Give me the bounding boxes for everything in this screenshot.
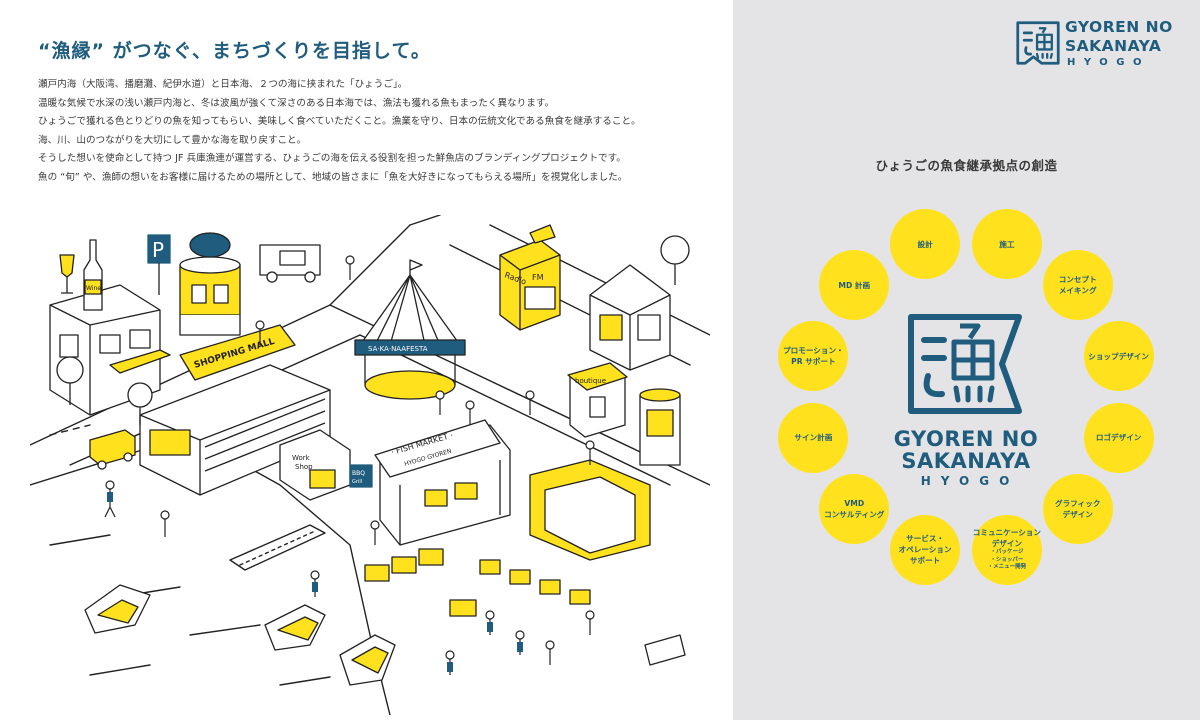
workshop-sign-1: Work [292,454,311,462]
right-panel: GYOREN NO SAKANAYA HYOGO ひょうごの魚食継承拠点の創造 … [733,0,1200,720]
service-sublabel: ・ショッパー [990,556,1024,563]
body-text: 瀬戸内海（大阪湾、播磨灘、紀伊水道）と日本海、２つの海に挟まれた「ひょうご」。 … [38,76,718,188]
bbq-sign-1: BBQ [352,470,365,477]
service-label: MD 計画 [838,280,871,290]
festa-sign: SA·KA·NAAFESTA [368,345,428,353]
headline: “漁縁” がつなぐ、まちづくりを目指して。 [38,40,431,62]
service-label: VMD [844,498,865,508]
service-label: サポート [909,556,941,566]
center-brand-line-1: GYOREN NO [893,427,1039,451]
service-label: コンセプト [1058,275,1097,285]
paragraph: そうした想いを使命として持つ JF 兵庫漁連が運営する、ひょうごの海を伝える役割… [38,153,626,165]
service-label: ショップデザイン [1088,351,1149,361]
mission-title: ひょうごの魚食継承拠点の創造 [875,158,1058,173]
brand-line-3: HYOGO [1067,57,1150,68]
fm-sign: FM [532,273,544,282]
service-circle: ショップデザイン [1083,321,1154,392]
service-circle: 設計 [890,209,961,280]
brand-line-2: SAKANAYA [1065,37,1162,55]
service-label: コミュニケーション [972,528,1041,538]
paragraph: 瀬戸内海（大阪湾、播磨灘、紀伊水道）と日本海、２つの海に挟まれた「ひょうご」。 [38,79,408,90]
center-brand-line-2: SAKANAYA [901,449,1031,473]
service-label: メイキング [1058,286,1097,296]
workshop-sign-2: Shop [295,463,313,471]
paragraph: 海、川、山のつながりを大切にして豊かな海を取り戻すこと。 [38,134,307,146]
service-label: プロモーション・ [783,346,844,356]
parking-sign: P [152,238,164,262]
center-brand-line-3: HYOGO [920,474,1020,488]
service-label: グラフィック [1055,498,1101,508]
service-sublabel: ・メニュー開発 [987,564,1027,571]
town-illustration: Wine P SHOPPING MALL [30,215,710,715]
service-circle: MD 計画 [819,250,890,321]
center-wordmark: GYOREN NO SAKANAYA HYOGO [881,428,1051,490]
service-label: コンサルティング [824,509,885,519]
service-label: デザイン [1062,509,1093,519]
service-circle: サイン計画 [778,402,849,473]
service-label: PR サポート [791,357,836,367]
service-label: デザイン [991,539,1023,549]
service-label: サイン計画 [794,433,833,443]
gyoren-logo-mark [1016,21,1060,65]
service-label: オペレーション [898,545,952,555]
service-circle: 施工 [971,209,1042,280]
boutique-sign: boutique [575,377,606,385]
brand-wordmark: GYOREN NO SAKANAYA HYOGO [1065,18,1173,70]
gyoren-logo-mark-large [908,314,1022,414]
service-circle: コミュニケーションデザイン・パッケージ・ショッパー・メニュー開発 [971,514,1042,585]
left-page: “漁縁” がつなぐ、まちづくりを目指して。 瀬戸内海（大阪湾、播磨灘、紀伊水道）… [30,40,718,715]
service-circle: ロゴデザイン [1083,402,1154,473]
bbq-sign-2: Grill [352,479,362,485]
service-circle: グラフィックデザイン [1042,473,1113,544]
paragraph: 温暖な気候で水深の浅い瀬戸内海と、冬は波風が強くて深さのある日本海では、漁法も獲… [38,97,555,109]
paragraph: ひょうごで獲れる色とりどりの魚を知ってもらい、美味しく食べていただくこと。漁業を… [38,116,641,128]
service-label: 施工 [999,239,1015,249]
service-label: 設計 [917,239,933,249]
service-circle: コンセプトメイキング [1042,250,1113,321]
service-circle: サービス・オペレーションサポート [890,514,961,585]
service-label: ロゴデザイン [1095,433,1142,443]
wine-label: Wine [86,285,101,292]
paragraph: 魚の “旬” や、漁師の想いをお客様に届けるための場所として、地域の皆さまに「魚… [38,171,628,183]
service-sublabel: ・パッケージ [990,549,1024,556]
service-label: サービス・ [906,534,945,544]
brand-line-1: GYOREN NO [1065,18,1173,36]
service-circle: プロモーション・PR サポート [778,321,849,392]
